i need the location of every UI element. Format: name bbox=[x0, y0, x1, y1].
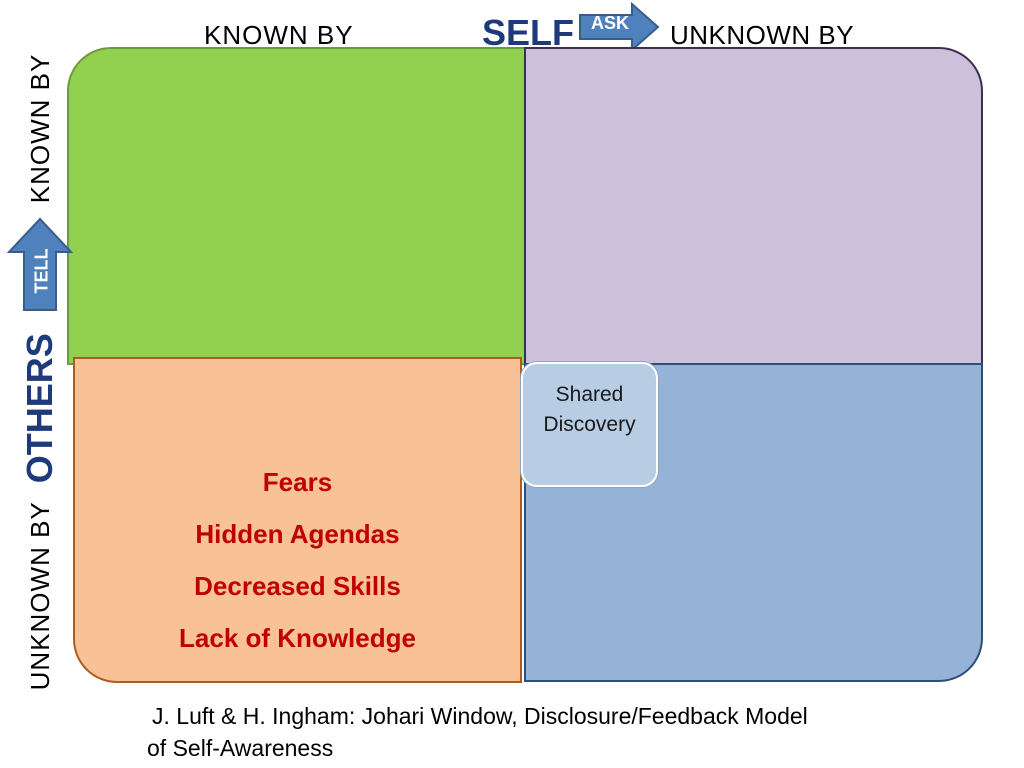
unknown-by-self-label: UNKNOWN BY bbox=[670, 20, 855, 50]
shared-discovery-label: Shared Discovery bbox=[530, 380, 650, 440]
self-label: SELF bbox=[482, 12, 575, 53]
shared-discovery-line1: Shared bbox=[555, 382, 624, 406]
ask-arrow-icon bbox=[579, 2, 660, 52]
tell-label-wrap: TELL bbox=[14, 246, 70, 296]
hidden-item-knowledge: Lack of Knowledge bbox=[179, 623, 416, 653]
hidden-item-fears: Fears bbox=[262, 467, 333, 497]
unknown-by-others-label: UNKNOWN BY bbox=[24, 501, 55, 691]
citation-line2: of Self-Awareness bbox=[147, 735, 334, 761]
hidden-item-skills: Decreased Skills bbox=[194, 571, 401, 601]
open-quadrant bbox=[67, 47, 526, 365]
tell-arrow-icon bbox=[6, 217, 74, 311]
others-label: OTHERS bbox=[19, 333, 60, 484]
known-by-others-label: KNOWN BY bbox=[24, 53, 55, 204]
ask-label: ASK bbox=[590, 13, 629, 33]
known-by-self-label: KNOWN BY bbox=[204, 20, 354, 50]
hidden-item-agendas: Hidden Agendas bbox=[195, 519, 400, 549]
shared-discovery-line2: Discovery bbox=[543, 412, 636, 436]
tell-label: TELL bbox=[31, 248, 52, 294]
blind-quadrant bbox=[524, 47, 983, 365]
shared-discovery-box: Shared Discovery bbox=[521, 362, 658, 487]
citation-line1: J. Luft & H. Ingham: Johari Window, Disc… bbox=[152, 703, 808, 729]
hidden-items-list: Fears Hidden Agendas Decreased Skills La… bbox=[73, 462, 522, 670]
citation: J. Luft & H. Ingham: Johari Window, Disc… bbox=[147, 700, 907, 764]
hidden-quadrant bbox=[73, 357, 522, 683]
